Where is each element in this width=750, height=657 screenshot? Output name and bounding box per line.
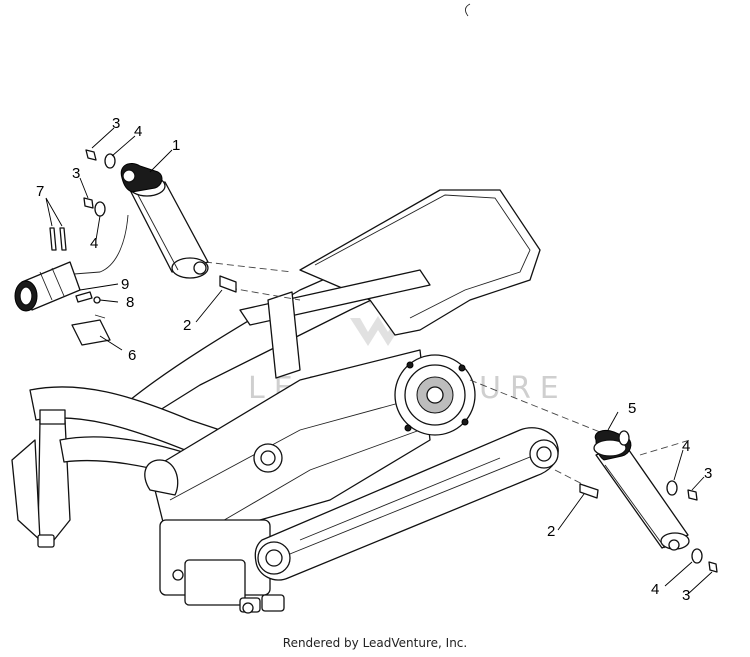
alignment-lines — [204, 261, 691, 489]
callout-7: 7 — [36, 183, 44, 200]
frame — [11, 189, 541, 614]
callout-2-lower: 2 — [547, 523, 555, 540]
callout-5: 5 — [628, 400, 636, 417]
footer-credit: Rendered by LeadVenture, Inc. — [282, 636, 468, 650]
callout-4-d: 4 — [651, 581, 659, 598]
callout-6: 6 — [128, 347, 136, 364]
callout-1: 1 — [172, 137, 180, 154]
callout-2-upper: 2 — [183, 317, 191, 334]
callout-3-b: 3 — [72, 165, 80, 182]
reservoir-assembly — [14, 214, 129, 346]
callout-4-c: 4 — [682, 438, 690, 455]
shock-absorber-upper — [120, 163, 209, 279]
callout-3-d: 3 — [682, 587, 690, 604]
callout-4-a: 4 — [134, 123, 142, 140]
callout-labels: 1 2 2 3 3 3 3 4 4 4 4 5 6 7 8 9 — [36, 115, 712, 604]
callout-8: 8 — [126, 294, 134, 311]
swingarm — [254, 427, 559, 581]
shock-absorber-lower — [579, 429, 718, 573]
callout-3-c: 3 — [704, 465, 712, 482]
callout-4-b: 4 — [90, 235, 98, 252]
callout-9: 9 — [121, 276, 129, 293]
leader-lines — [45, 127, 713, 595]
stray-mark — [465, 3, 471, 17]
callout-3-a: 3 — [112, 115, 120, 132]
